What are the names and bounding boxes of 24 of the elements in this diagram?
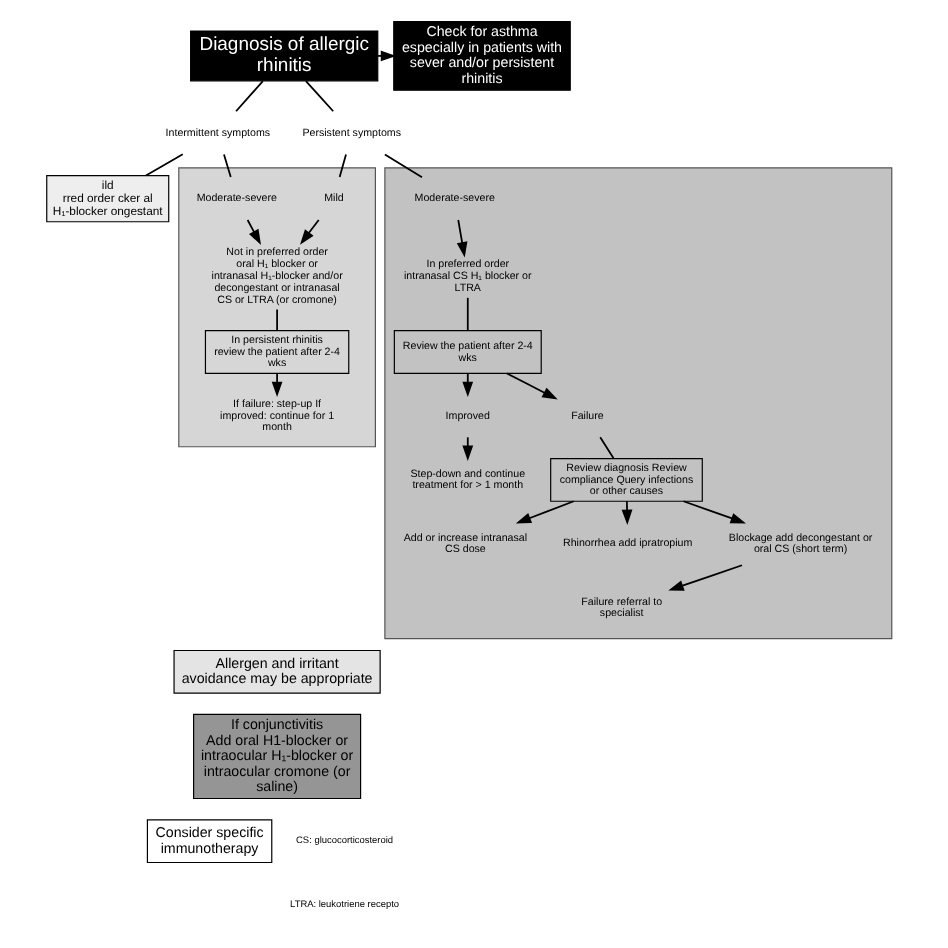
node-box: Diagnosis of allergic rhinitis [190, 30, 379, 82]
arrow [271, 372, 283, 398]
arrow [462, 436, 474, 461]
connector [145, 153, 184, 177]
arrow [299, 219, 320, 245]
arrow [515, 500, 575, 524]
arrow [682, 500, 746, 524]
arrow [506, 372, 558, 400]
arrow [377, 50, 397, 62]
connector [223, 153, 232, 178]
connector [466, 296, 469, 332]
cluster [384, 167, 893, 640]
connector [276, 308, 278, 332]
connector [235, 80, 264, 113]
connector [599, 436, 615, 460]
cluster [178, 167, 376, 448]
arrow [462, 372, 474, 398]
connector [338, 153, 347, 178]
arrow [456, 219, 468, 258]
arrow [668, 564, 743, 591]
connector [305, 80, 335, 113]
connector [384, 153, 423, 179]
arrow [621, 500, 633, 525]
arrow [246, 219, 262, 245]
